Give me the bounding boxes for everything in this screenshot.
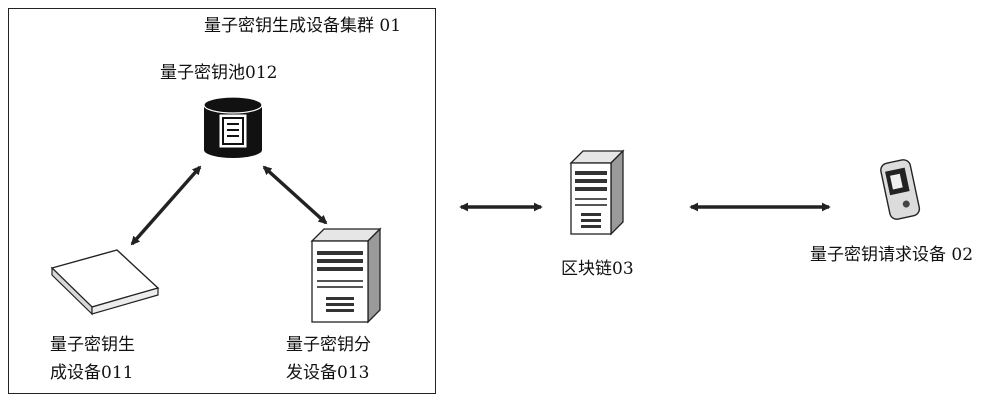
flat-device-icon bbox=[50, 249, 160, 316]
arrow-pool-generator bbox=[130, 165, 202, 246]
generator-label-line1: 量子密钥生 bbox=[50, 335, 135, 355]
mobile-phone-icon bbox=[880, 159, 921, 220]
cluster-title: 量子密钥生成设备集群 01 bbox=[204, 16, 402, 36]
distributor-label-line2: 发设备013 bbox=[286, 363, 370, 383]
key-pool-label: 量子密钥池012 bbox=[160, 63, 278, 83]
generator-label-line2: 成设备011 bbox=[50, 363, 134, 383]
requester-label: 量子密钥请求设备 02 bbox=[810, 245, 974, 265]
distributor-label-line1: 量子密钥分 bbox=[286, 335, 371, 355]
connection-arrows bbox=[130, 165, 831, 246]
server-tower-icon bbox=[569, 149, 625, 236]
generator-label: 量子密钥生 成设备011 bbox=[50, 331, 135, 387]
database-icon bbox=[203, 96, 263, 158]
blockchain-label: 区块链03 bbox=[561, 259, 634, 279]
cluster-boundary bbox=[8, 8, 436, 394]
distributor-label: 量子密钥分 发设备013 bbox=[286, 331, 371, 387]
arrow-pool-distributor bbox=[262, 165, 328, 225]
server-tower-icon bbox=[310, 227, 382, 324]
